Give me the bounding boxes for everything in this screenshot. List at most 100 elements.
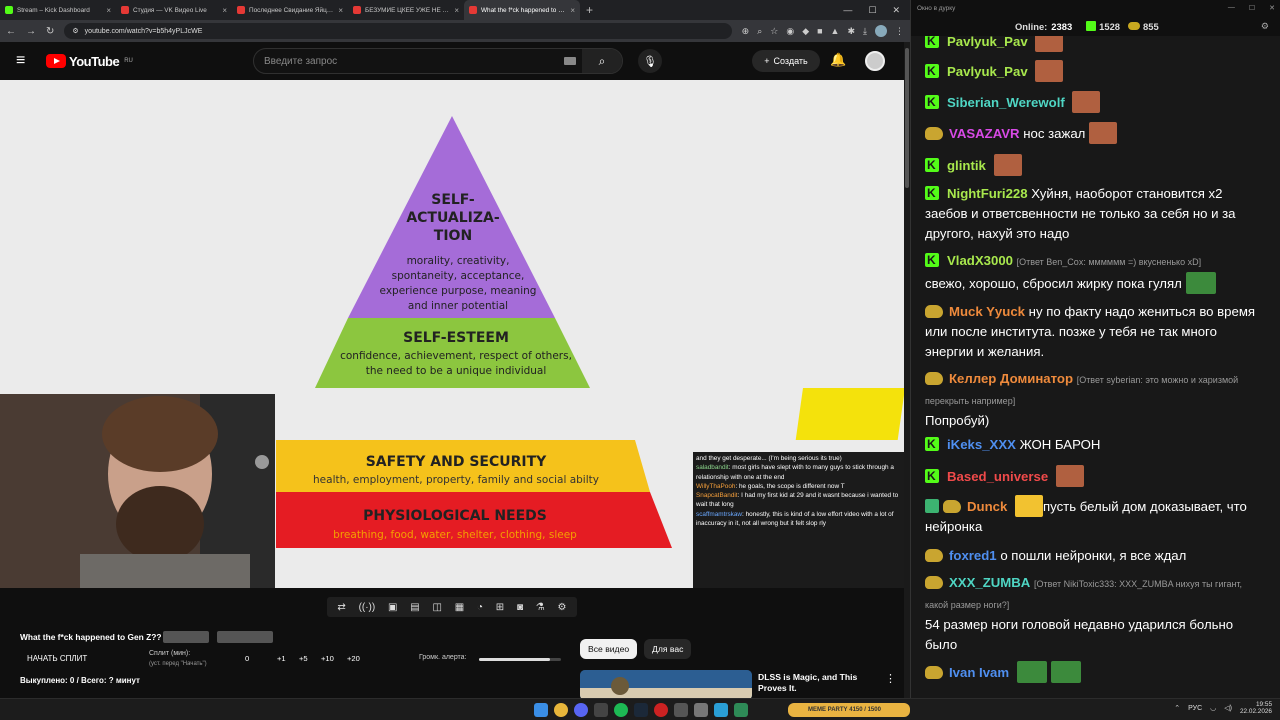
- telegram-icon[interactable]: [714, 703, 728, 717]
- broadcast-icon[interactable]: ((·)): [358, 601, 376, 613]
- forward-icon[interactable]: →: [26, 25, 36, 37]
- profile-avatar[interactable]: [875, 25, 887, 37]
- filter-all-videos[interactable]: Все видео: [580, 639, 638, 659]
- close-icon[interactable]: ×: [222, 5, 227, 15]
- start-menu-icon[interactable]: [534, 703, 548, 717]
- split-add-button[interactable]: +20: [347, 654, 360, 663]
- maximize-icon[interactable]: ☐: [868, 4, 877, 15]
- tag-chip: [217, 631, 273, 643]
- split-add-button[interactable]: +10: [321, 654, 334, 663]
- app-icon[interactable]: [674, 703, 688, 717]
- chrome-icon[interactable]: [554, 703, 568, 717]
- lab-icon[interactable]: ⚗: [535, 601, 545, 613]
- alert-volume-slider[interactable]: [479, 658, 561, 661]
- voice-search-button[interactable]: 🎙: [638, 49, 662, 73]
- scrollbar-thumb[interactable]: [905, 48, 909, 188]
- start-split-button[interactable]: НАЧАТЬ СПЛИТ: [27, 654, 88, 663]
- downloads-icon[interactable]: ⤓: [863, 25, 867, 36]
- browser-tab[interactable]: Последнее Свидание Яйцесла×: [232, 0, 348, 20]
- new-tab-button[interactable]: +: [586, 3, 594, 17]
- minimize-icon[interactable]: —: [843, 4, 853, 15]
- reload-icon[interactable]: ↻: [46, 25, 55, 37]
- url-field[interactable]: ⚙youtube.com/watch?v=b5h4yPLJcWE: [64, 23, 732, 39]
- install-icon[interactable]: ⊕: [741, 25, 750, 36]
- browser-tab[interactable]: БЕЗУМИЕ ЦКЕЕ УЖЕ НЕ ОСТА×: [348, 0, 464, 20]
- menu-icon[interactable]: ⋮: [895, 25, 904, 36]
- video-thumbnail[interactable]: [580, 670, 752, 698]
- close-icon[interactable]: ×: [338, 5, 343, 15]
- app-icon[interactable]: [734, 703, 748, 717]
- clip-icon[interactable]: ▤: [410, 601, 420, 613]
- app-icon[interactable]: [654, 703, 668, 717]
- plus-icon: +: [764, 56, 770, 66]
- camera-icon[interactable]: ◙: [516, 601, 523, 613]
- page-scrollbar[interactable]: [904, 42, 910, 698]
- video-title: What the f*ck happened to Gen Z??: [20, 632, 162, 642]
- minimize-icon[interactable]: —: [1227, 4, 1235, 11]
- chat-message: Siberian_Werewolf: [925, 91, 1265, 113]
- user-avatar[interactable]: [865, 51, 885, 71]
- split-add-button[interactable]: +5: [299, 654, 308, 663]
- create-button[interactable]: +Создать: [752, 50, 820, 72]
- app-icon[interactable]: [694, 703, 708, 717]
- tray-chevron-icon[interactable]: ⌃: [1174, 705, 1181, 713]
- webcam-image: [0, 394, 275, 588]
- extension-icon[interactable]: ▲: [830, 26, 840, 36]
- video-player[interactable]: SELF- ACTUALIZA- TION morality, creativi…: [0, 80, 905, 588]
- loop-icon[interactable]: ⇄: [337, 601, 346, 613]
- site-info-icon[interactable]: ⚙: [72, 28, 79, 35]
- meme-party-widget[interactable]: MEME PARTY 4150 / 1500: [788, 703, 910, 717]
- steam-icon[interactable]: [634, 703, 648, 717]
- discord-icon[interactable]: [574, 703, 588, 717]
- gold-badge-icon: [925, 127, 943, 140]
- chat-window: Окно в дурку — ☐ ✕ Online: 2383 1528 855…: [910, 0, 1280, 698]
- youtube-logo[interactable]: YouTube RU: [46, 54, 133, 69]
- yellow-emote-icon: [1014, 495, 1043, 517]
- close-window-icon[interactable]: ✕: [892, 4, 900, 15]
- settings-icon[interactable]: ⚙: [1260, 20, 1269, 31]
- app-icon[interactable]: [594, 703, 608, 717]
- zoom-icon[interactable]: ⌕: [757, 25, 763, 36]
- emote-icon: [1089, 122, 1118, 144]
- extension-icon[interactable]: ■: [817, 26, 823, 36]
- volume-icon[interactable]: ◁): [1224, 705, 1232, 713]
- chat-window-titlebar: Окно в дурку — ☐ ✕: [911, 0, 1280, 16]
- extension-icon[interactable]: ◉: [786, 25, 795, 36]
- maximize-icon[interactable]: ☐: [1248, 5, 1256, 12]
- close-icon[interactable]: ×: [454, 5, 459, 15]
- more-options-icon[interactable]: ⋮: [885, 673, 896, 685]
- bookmark-star-icon[interactable]: ☆: [770, 25, 779, 36]
- bought-minutes: Выкуплено: 0 / Всего: ? минут: [20, 676, 140, 685]
- notifications-bell-icon[interactable]: 🔔: [830, 52, 847, 67]
- browser-tab-active[interactable]: What the f*ck happened to Ge×: [464, 0, 580, 20]
- extension-icon[interactable]: ◆: [802, 25, 810, 36]
- close-window-icon[interactable]: ✕: [1269, 5, 1275, 12]
- chat-message: Muck Yyuck ну по факту надо жениться во …: [925, 304, 1256, 359]
- filter-for-you[interactable]: Для вас: [644, 639, 692, 659]
- extensions-puzzle-icon[interactable]: ✱: [847, 25, 856, 36]
- browser-tab[interactable]: Студия — VK Видео Live×: [116, 0, 232, 20]
- close-icon[interactable]: ×: [106, 5, 111, 15]
- language-indicator[interactable]: РУС: [1188, 704, 1203, 712]
- vk-icon: [121, 6, 129, 14]
- settings-icon[interactable]: ⚙: [557, 601, 567, 613]
- split-add-button[interactable]: +1: [277, 654, 286, 663]
- subtitles-icon[interactable]: ▦: [454, 601, 465, 613]
- close-icon[interactable]: ×: [570, 5, 575, 15]
- screenshot-icon[interactable]: ▣: [388, 601, 398, 613]
- gold-badge-icon: [925, 576, 943, 589]
- network-icon[interactable]: ◡: [1210, 705, 1217, 713]
- keyboard-icon[interactable]: [564, 57, 576, 65]
- recommendations: Все видео Для вас DLSS is Magic, and Thi…: [580, 638, 900, 698]
- back-icon[interactable]: ←: [6, 25, 16, 37]
- add-icon[interactable]: ⊞: [495, 601, 505, 613]
- spotify-icon[interactable]: [614, 703, 628, 717]
- search-input[interactable]: Введите запрос ⌕: [253, 48, 623, 74]
- pip-icon[interactable]: ◫: [432, 601, 442, 613]
- search-button[interactable]: ⌕: [582, 49, 622, 73]
- browser-tab[interactable]: Stream – Kick Dashboard×: [0, 0, 116, 20]
- speed-icon[interactable]: ◔: [476, 601, 483, 613]
- clock[interactable]: 19:55 22.02.2026: [1240, 701, 1272, 716]
- recommended-video-title[interactable]: DLSS is Magic, and This Proves It.: [758, 672, 858, 694]
- hamburger-menu-icon[interactable]: ≡: [16, 52, 26, 69]
